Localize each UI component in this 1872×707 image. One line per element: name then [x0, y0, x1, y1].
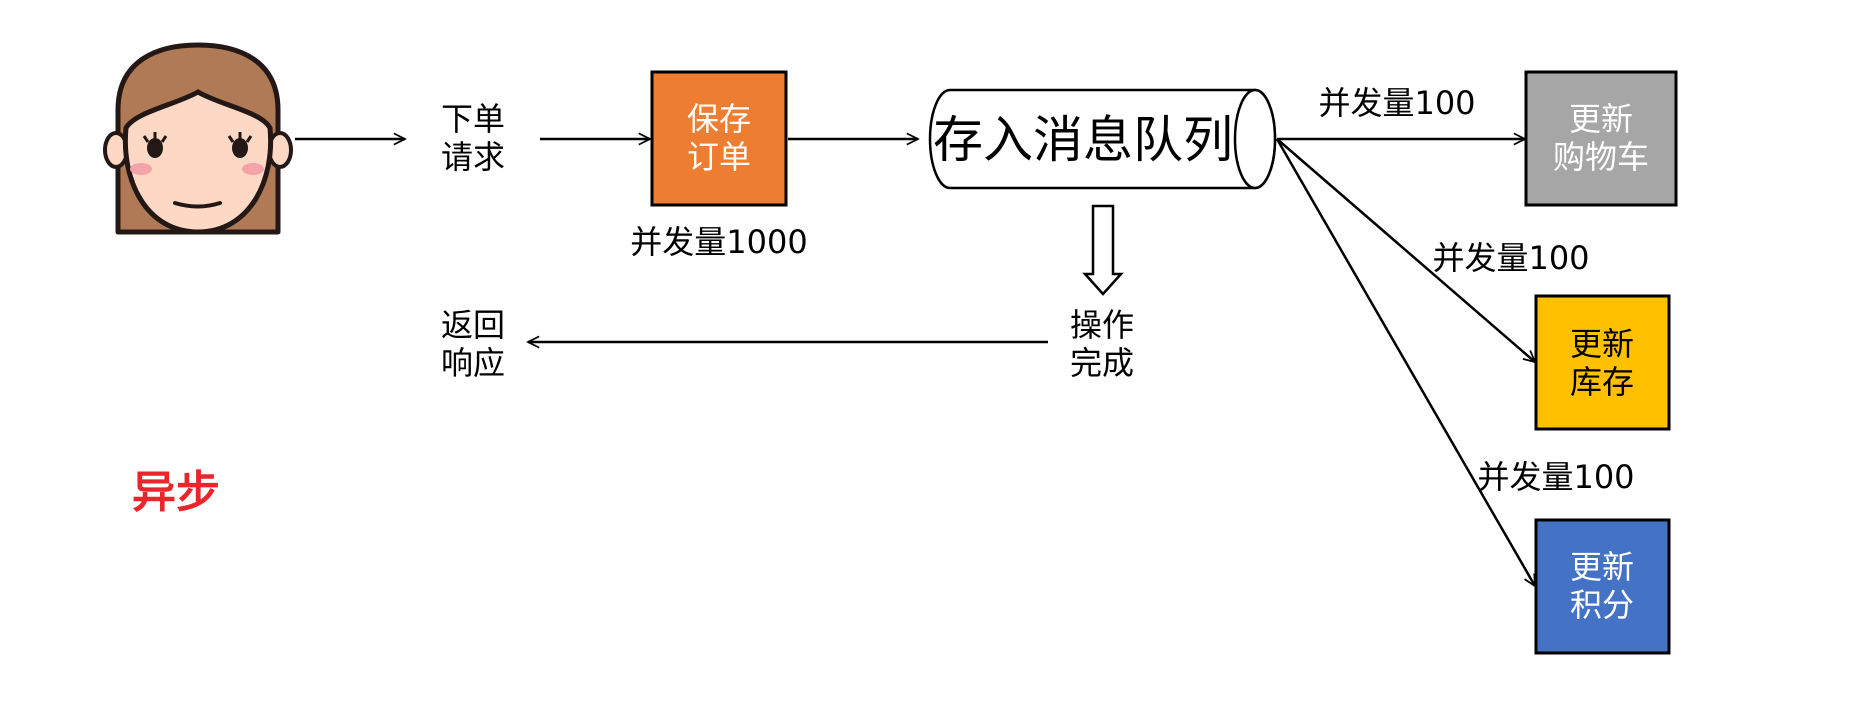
response-label-line1: 返回: [441, 306, 505, 344]
update-cart-label-line2: 购物车: [1553, 138, 1649, 176]
done-label-line1: 操作: [1070, 306, 1134, 344]
update-stock-box: [1534, 294, 1671, 431]
message-queue-cylinder: [928, 88, 1277, 190]
save-order-label-line2: 订单: [687, 138, 751, 176]
diagram-title: 异步: [132, 467, 220, 518]
stock-concurrency-label: 并发量100: [1432, 239, 1589, 277]
request-label-line1: 下单: [441, 100, 505, 138]
girl-avatar-icon: [103, 42, 293, 235]
save-order-label-line1: 保存: [687, 100, 751, 138]
down-hollow-arrow: [1082, 204, 1124, 296]
update-points-label-line1: 更新: [1570, 548, 1634, 586]
update-points-label-line2: 积分: [1570, 586, 1634, 624]
points-concurrency-label: 并发量100: [1477, 458, 1634, 496]
arrow-queue-to-stock: [1276, 138, 1535, 362]
request-label-line2: 请求: [441, 138, 505, 176]
done-label-line2: 完成: [1070, 344, 1134, 382]
update-stock-label-line1: 更新: [1570, 325, 1634, 363]
response-label-line2: 响应: [441, 344, 505, 382]
save-order-box: [650, 70, 788, 207]
update-points-box: [1534, 518, 1671, 655]
update-stock-label-line2: 库存: [1570, 363, 1634, 401]
save-concurrency-label: 并发量1000: [630, 223, 807, 261]
update-cart-box: [1524, 70, 1678, 207]
queue-label: 存入消息队列: [933, 111, 1233, 169]
arrow-queue-to-points: [1275, 138, 1537, 586]
cart-concurrency-label: 并发量100: [1318, 84, 1475, 122]
update-cart-label-line1: 更新: [1569, 100, 1633, 138]
